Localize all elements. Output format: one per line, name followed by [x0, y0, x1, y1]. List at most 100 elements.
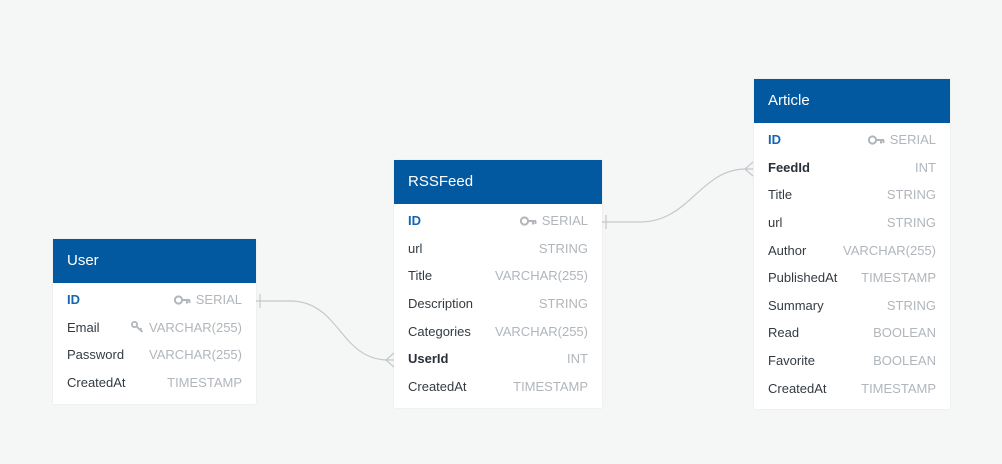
column-type: VARCHAR(255) [495, 268, 588, 284]
column-type-cell: SERIAL [867, 132, 936, 148]
column-type: SERIAL [889, 132, 936, 148]
column-type: STRING [886, 187, 936, 203]
key-icon [867, 135, 885, 145]
column-type: TIMESTAMP [167, 375, 242, 391]
column-type: TIMESTAMP [513, 378, 588, 394]
index-key-icon [131, 321, 144, 334]
relationship-user-rssfeed[interactable] [256, 294, 395, 368]
column-type: STRING [538, 240, 588, 256]
column-name: Categories [408, 323, 471, 339]
column-name: url [768, 215, 783, 231]
column-name: url [408, 240, 423, 256]
column-row-createdat[interactable]: CreatedAt TIMESTAMP [394, 373, 602, 401]
column-type-cell: TIMESTAMP [167, 375, 242, 390]
column-type: VARCHAR(255) [149, 347, 242, 363]
column-name: Email [67, 319, 100, 335]
column-row-id[interactable]: ID SERIAL [53, 286, 256, 314]
column-row-userid[interactable]: UserId INT [394, 345, 602, 373]
column-name: CreatedAt [67, 375, 126, 391]
column-name: ID [408, 213, 421, 229]
column-row-title[interactable]: Title VARCHAR(255) [394, 262, 602, 290]
column-type: VARCHAR(255) [149, 319, 242, 335]
column-name: PublishedAt [768, 270, 838, 286]
column-name: ID [768, 132, 781, 148]
column-row-title[interactable]: Title STRING [754, 181, 950, 209]
column-row-publishedat[interactable]: PublishedAt TIMESTAMP [754, 264, 950, 292]
column-name: UserId [408, 351, 449, 367]
column-row-createdat[interactable]: CreatedAt TIMESTAMP [754, 374, 950, 402]
column-type-cell: BOOLEAN [873, 325, 936, 340]
column-row-url[interactable]: url STRING [394, 235, 602, 263]
column-row-read[interactable]: Read BOOLEAN [754, 319, 950, 347]
column-row-url[interactable]: url STRING [754, 209, 950, 237]
column-type-cell: TIMESTAMP [861, 381, 936, 396]
column-type: SERIAL [541, 213, 588, 229]
column-type: INT [915, 159, 936, 175]
column-row-email[interactable]: Email VARCHAR(255) [53, 314, 256, 342]
column-name: Title [768, 187, 793, 203]
column-type: STRING [538, 296, 588, 312]
column-row-id[interactable]: ID SERIAL [754, 126, 950, 154]
column-name: ID [67, 292, 80, 308]
key-icon [519, 216, 537, 226]
column-name: Description [408, 296, 474, 312]
column-name: Password [67, 347, 125, 363]
column-row-author[interactable]: Author VARCHAR(255) [754, 236, 950, 264]
column-type-cell: STRING [539, 296, 588, 311]
column-type-cell: VARCHAR(255) [843, 243, 936, 258]
column-type-cell: STRING [887, 187, 936, 202]
column-type: STRING [886, 215, 936, 231]
column-name: CreatedAt [768, 380, 827, 396]
table-header[interactable]: User [53, 239, 256, 283]
table-header[interactable]: Article [754, 79, 950, 123]
column-type-cell: STRING [887, 298, 936, 313]
column-row-id[interactable]: ID SERIAL [394, 207, 602, 235]
column-type-cell: INT [567, 351, 588, 366]
column-row-createdat[interactable]: CreatedAt TIMESTAMP [53, 369, 256, 397]
column-name: Favorite [768, 353, 815, 369]
column-type: VARCHAR(255) [843, 242, 936, 258]
relationship-rssfeed-article[interactable] [602, 161, 754, 229]
column-type-cell: VARCHAR(255) [495, 324, 588, 339]
column-type: INT [567, 351, 588, 367]
column-name: Title [408, 268, 433, 284]
column-type-cell: STRING [539, 241, 588, 256]
column-type: TIMESTAMP [861, 270, 936, 286]
column-row-summary[interactable]: Summary STRING [754, 292, 950, 320]
column-type-cell: INT [915, 160, 936, 175]
column-row-description[interactable]: Description STRING [394, 290, 602, 318]
column-type: BOOLEAN [873, 353, 936, 369]
column-row-favorite[interactable]: Favorite BOOLEAN [754, 347, 950, 375]
column-type: VARCHAR(255) [495, 323, 588, 339]
column-type-cell: BOOLEAN [873, 353, 936, 368]
key-icon [173, 295, 191, 305]
table-header[interactable]: RSSFeed [394, 160, 602, 204]
column-name: Read [768, 325, 800, 341]
column-type: STRING [886, 297, 936, 313]
column-type-cell: VARCHAR(255) [495, 268, 588, 283]
column-row-password[interactable]: Password VARCHAR(255) [53, 341, 256, 369]
column-type-cell: STRING [887, 215, 936, 230]
column-type-cell: TIMESTAMP [513, 379, 588, 394]
column-name: CreatedAt [408, 378, 467, 394]
column-type-cell: TIMESTAMP [861, 270, 936, 285]
column-type-cell: SERIAL [173, 292, 242, 308]
column-name: Summary [768, 297, 824, 313]
column-row-feedid[interactable]: FeedId INT [754, 154, 950, 182]
column-type: BOOLEAN [873, 325, 936, 341]
column-type: TIMESTAMP [861, 380, 936, 396]
column-type: SERIAL [195, 292, 242, 308]
column-type-cell: VARCHAR(255) [131, 320, 242, 335]
column-type-cell: VARCHAR(255) [149, 347, 242, 362]
column-name: FeedId [768, 159, 810, 175]
column-row-categories[interactable]: Categories VARCHAR(255) [394, 317, 602, 345]
column-type-cell: SERIAL [519, 213, 588, 229]
column-name: Author [768, 242, 807, 258]
